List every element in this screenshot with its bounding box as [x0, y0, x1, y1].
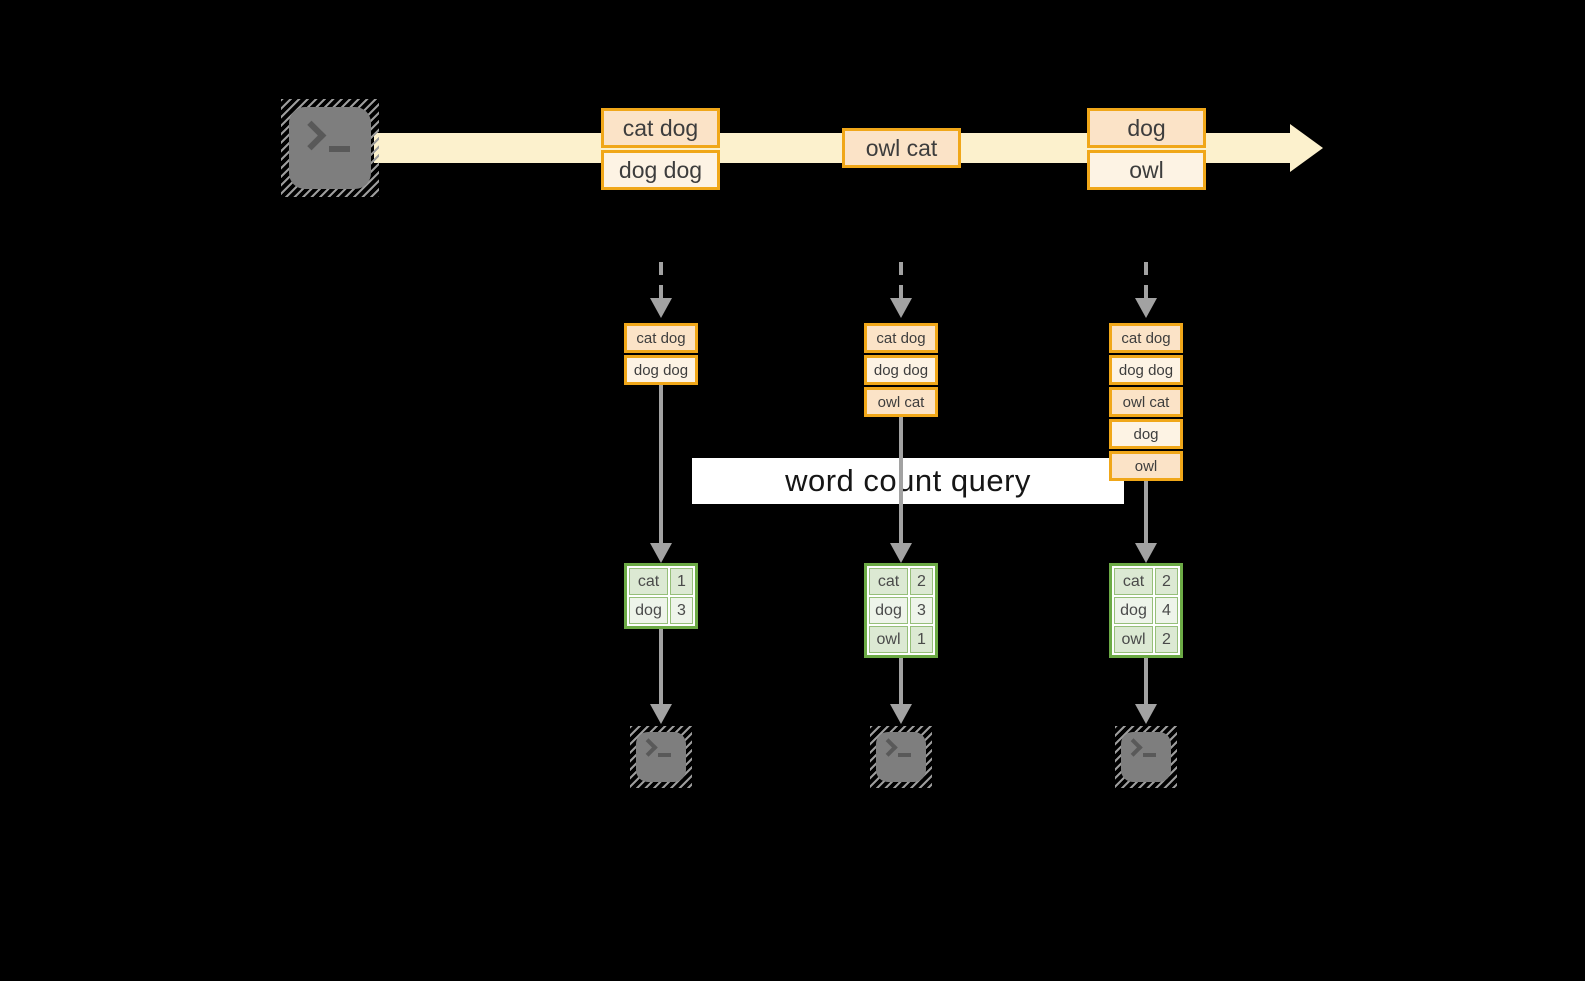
- state-to-result-arrow-1: [659, 385, 663, 543]
- word-count-query-label: word count query: [785, 463, 1031, 498]
- prompt-underscore-icon: [658, 753, 671, 757]
- arrow-head-icon: [890, 298, 912, 318]
- record-cell: owl: [1109, 451, 1183, 481]
- count-value-cell: 3: [910, 597, 933, 624]
- record-cell: dog dog: [624, 355, 698, 385]
- result-to-output-arrow-1: [659, 629, 663, 704]
- prompt-underscore-icon: [898, 753, 911, 757]
- record-cell: owl: [1087, 150, 1206, 190]
- count-value-cell: 2: [910, 568, 933, 595]
- output-terminal-icon-2: [870, 726, 932, 788]
- word-cell: dog: [629, 597, 668, 624]
- batch-to-state-arrow-1: [659, 262, 663, 298]
- record-cell: dog dog: [601, 150, 720, 190]
- result-to-output-arrow-2: [899, 658, 903, 704]
- source-terminal-icon: [281, 99, 379, 197]
- arrow-head-icon: [890, 543, 912, 563]
- stream-arrow-head-icon: [1290, 124, 1323, 172]
- arrow-head-icon: [650, 298, 672, 318]
- arrow-head-icon: [1135, 298, 1157, 318]
- count-value-cell: 2: [1155, 626, 1178, 653]
- output-terminal-icon-3: [1115, 726, 1177, 788]
- record-cell: owl cat: [1109, 387, 1183, 417]
- terminal-body: [1121, 732, 1171, 782]
- record-cell: owl cat: [842, 128, 961, 168]
- word-count-query-label-band: word count query: [692, 458, 1124, 504]
- record-cell: dog: [1109, 419, 1183, 449]
- state-to-result-arrow-3: [1144, 481, 1148, 543]
- result-to-output-arrow-3: [1144, 658, 1148, 704]
- word-cell: owl: [869, 626, 908, 653]
- record-cell: cat dog: [601, 108, 720, 148]
- prompt-underscore-icon: [329, 146, 350, 152]
- word-cell: owl: [1114, 626, 1153, 653]
- batch-to-state-arrow-2: [899, 262, 903, 298]
- count-value-cell: 3: [670, 597, 693, 624]
- arrow-head-icon: [1135, 543, 1157, 563]
- state-to-result-arrow-2: [899, 417, 903, 543]
- count-value-cell: 1: [910, 626, 933, 653]
- record-cell: dog dog: [864, 355, 938, 385]
- record-cell: cat dog: [1109, 323, 1183, 353]
- arrow-head-icon: [1135, 704, 1157, 724]
- stream-batch-2-box: owl cat: [842, 128, 961, 168]
- count-value-cell: 4: [1155, 597, 1178, 624]
- output-terminal-icon-1: [630, 726, 692, 788]
- prompt-underscore-icon: [1143, 753, 1156, 757]
- word-cell: cat: [869, 568, 908, 595]
- record-cell: dog dog: [1109, 355, 1183, 385]
- word-cell: cat: [629, 568, 668, 595]
- arrow-head-icon: [650, 704, 672, 724]
- word-cell: cat: [1114, 568, 1153, 595]
- batch-to-state-arrow-3: [1144, 262, 1148, 298]
- arrow-head-icon: [650, 543, 672, 563]
- record-cell: cat dog: [864, 323, 938, 353]
- count-value-cell: 2: [1155, 568, 1178, 595]
- terminal-body: [636, 732, 686, 782]
- word-cell: dog: [869, 597, 908, 624]
- record-cell: dog: [1087, 108, 1206, 148]
- record-cell: owl cat: [864, 387, 938, 417]
- count-value-cell: 1: [670, 568, 693, 595]
- terminal-body: [876, 732, 926, 782]
- arrow-head-icon: [890, 704, 912, 724]
- record-cell: cat dog: [624, 323, 698, 353]
- word-cell: dog: [1114, 597, 1153, 624]
